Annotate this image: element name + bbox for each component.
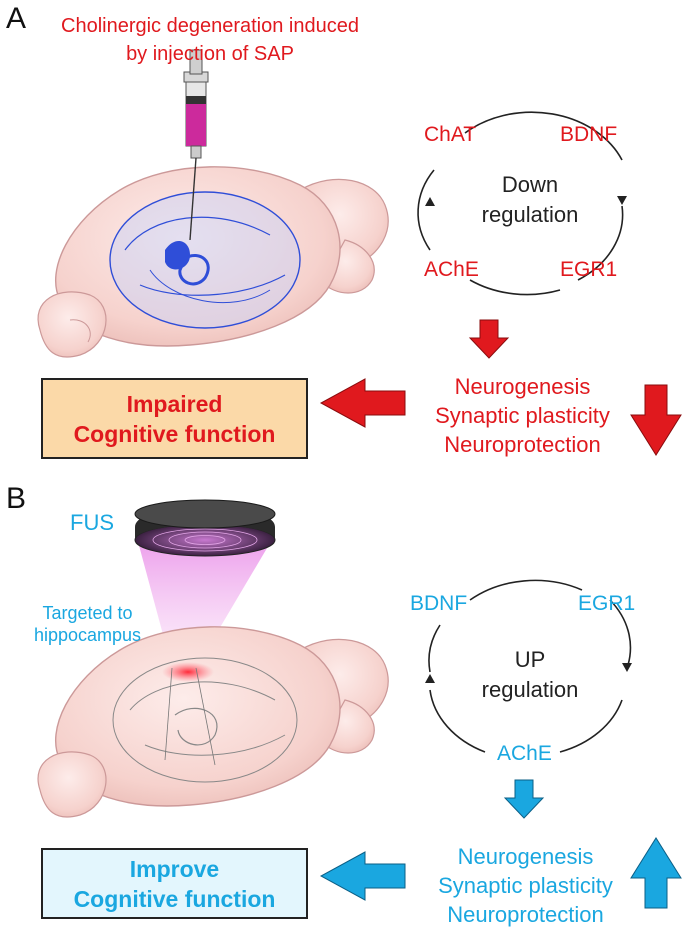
panel-b-letter: B — [6, 482, 27, 515]
cycle-b-center-line1: UP — [514, 647, 546, 672]
cycle-a-egr1-label: EGR1 — [560, 258, 618, 281]
left-arrow-blue — [319, 851, 406, 901]
cycle-b-center: UP regulation — [470, 645, 590, 705]
outcome-b-synaptic-plasticity: Synaptic plasticity — [438, 873, 613, 898]
small-down-arrow-blue — [503, 779, 545, 819]
cycle-b-bdnf-label: BDNF — [410, 592, 468, 615]
fus-label: FUS — [70, 510, 114, 535]
impaired-cognitive-box: Impaired Cognitive function — [41, 378, 308, 459]
outcomes-a: Neurogenesis Synaptic plasticity Neuropr… — [405, 372, 640, 459]
impaired-box-line2: Cognitive function — [73, 420, 276, 447]
brain-a-illustration — [37, 166, 389, 358]
cycle-b-egr1-label: EGR1 — [578, 592, 636, 615]
cycle-a-center-line2: regulation — [481, 202, 579, 227]
outcomes-b: Neurogenesis Synaptic plasticity Neuropr… — [408, 842, 643, 929]
cycle-a-chat-label: ChAT — [424, 123, 477, 146]
injection-caption-line2: by injection of SAP — [126, 43, 294, 65]
brain-b-illustration — [37, 626, 389, 818]
panel-a-letter: A — [6, 2, 27, 35]
outcome-a-neurogenesis: Neurogenesis — [454, 374, 591, 399]
improve-box-line1: Improve — [129, 855, 220, 882]
outcome-b-neuroprotection: Neuroprotection — [447, 902, 604, 927]
cycle-a-ache-label: AChE — [424, 258, 479, 281]
cycle-b-ache-label: AChE — [497, 742, 552, 765]
left-arrow-red — [319, 378, 406, 428]
big-down-arrow-red — [630, 384, 682, 456]
small-down-arrow-red — [468, 319, 510, 359]
outcome-a-synaptic-plasticity: Synaptic plasticity — [435, 403, 610, 428]
injection-caption: Cholinergic degeneration induced by inje… — [20, 12, 400, 68]
syringe-icon — [183, 49, 209, 241]
impaired-box-line1: Impaired — [126, 390, 223, 417]
up-regulation-cycle — [425, 579, 632, 753]
target-label: Targeted to hippocampus — [15, 602, 160, 646]
cycle-b-center-line2: regulation — [481, 677, 579, 702]
outcome-a-neuroprotection: Neuroprotection — [444, 432, 601, 457]
improve-cognitive-box: Improve Cognitive function — [41, 848, 308, 919]
big-up-arrow-blue — [630, 837, 682, 909]
cycle-a-center-line1: Down — [501, 172, 559, 197]
target-label-line1: Targeted to — [42, 603, 133, 623]
improve-box-line2: Cognitive function — [73, 885, 276, 912]
cycle-a-center: Down regulation — [470, 170, 590, 230]
outcome-b-neurogenesis: Neurogenesis — [457, 844, 594, 869]
down-regulation-cycle — [417, 111, 627, 296]
cycle-a-bdnf-label: BDNF — [560, 123, 618, 146]
injection-caption-line1: Cholinergic degeneration induced — [61, 15, 359, 37]
target-label-line2: hippocampus — [33, 625, 142, 645]
ultrasound-transducer-icon — [134, 499, 276, 557]
